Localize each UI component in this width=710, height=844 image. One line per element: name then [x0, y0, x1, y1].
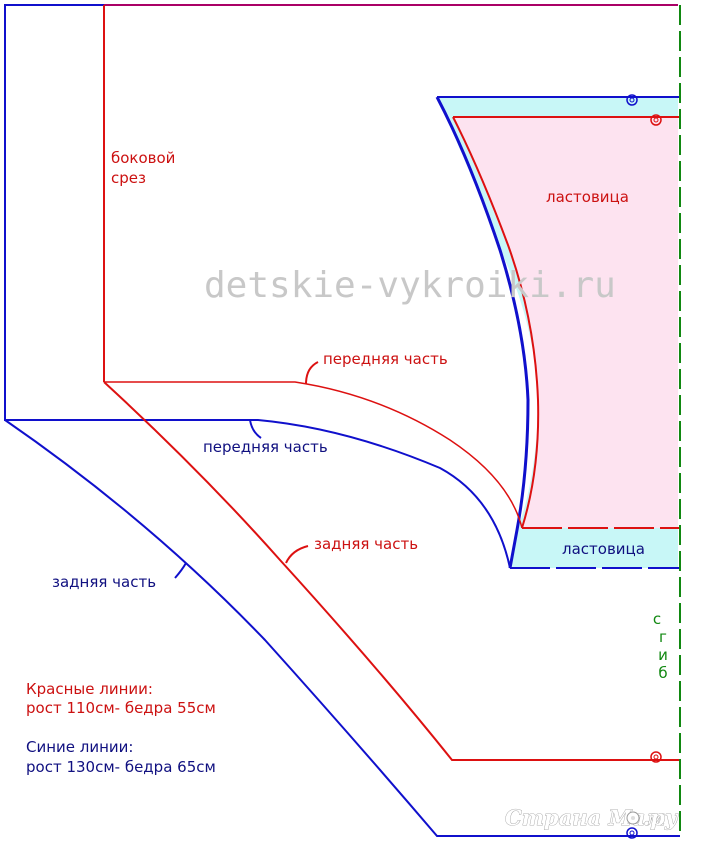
gusset-red-fill [453, 117, 678, 528]
leader-back-red [285, 545, 309, 564]
leader-front-red [305, 361, 319, 385]
legend-red-detail: рост 110см- бедра 55см [26, 699, 216, 717]
blue-gusset-curve [435, 96, 530, 569]
fold-label-letter: и [658, 646, 668, 664]
red-gusset-curve [452, 116, 540, 529]
side-seam-label: срез [111, 169, 146, 187]
red-back-curve [103, 381, 680, 761]
logo-tld: .ру [643, 805, 679, 830]
leader-back-blue [174, 562, 187, 579]
fold-label-letter: с [653, 610, 661, 628]
fold-marker-icon [626, 94, 638, 106]
fold-marker-icon [626, 827, 638, 839]
red-front-curve [104, 381, 523, 529]
legend-blue-detail: рост 130см- бедра 65см [26, 758, 216, 776]
blue-outer-outline [4, 4, 511, 569]
back-label-red: задняя часть [314, 535, 418, 553]
gusset-label-top: ластовица [546, 188, 629, 206]
leader-front-blue [249, 419, 262, 439]
watermark-text: detskie-vykroiki.ru [204, 265, 616, 306]
fold-label-letter: б [658, 664, 667, 682]
logo-text: Страна Мам [505, 805, 665, 830]
back-label-blue: задняя часть [52, 573, 156, 591]
side-seam-label: боковой [111, 149, 175, 167]
fold-label-letter: г [659, 628, 667, 646]
legend-blue-title: Синие линии: [26, 738, 133, 756]
gusset-label-bottom: ластовица [562, 540, 645, 558]
flower-icon [626, 811, 640, 825]
front-label-red: передняя часть [323, 350, 448, 368]
fold-marker-icon [650, 751, 662, 763]
front-label-blue: передняя часть [203, 438, 328, 456]
legend-red-title: Красные линии: [26, 680, 153, 698]
blue-back-curve [4, 419, 680, 837]
fold-marker-icon [650, 114, 662, 126]
